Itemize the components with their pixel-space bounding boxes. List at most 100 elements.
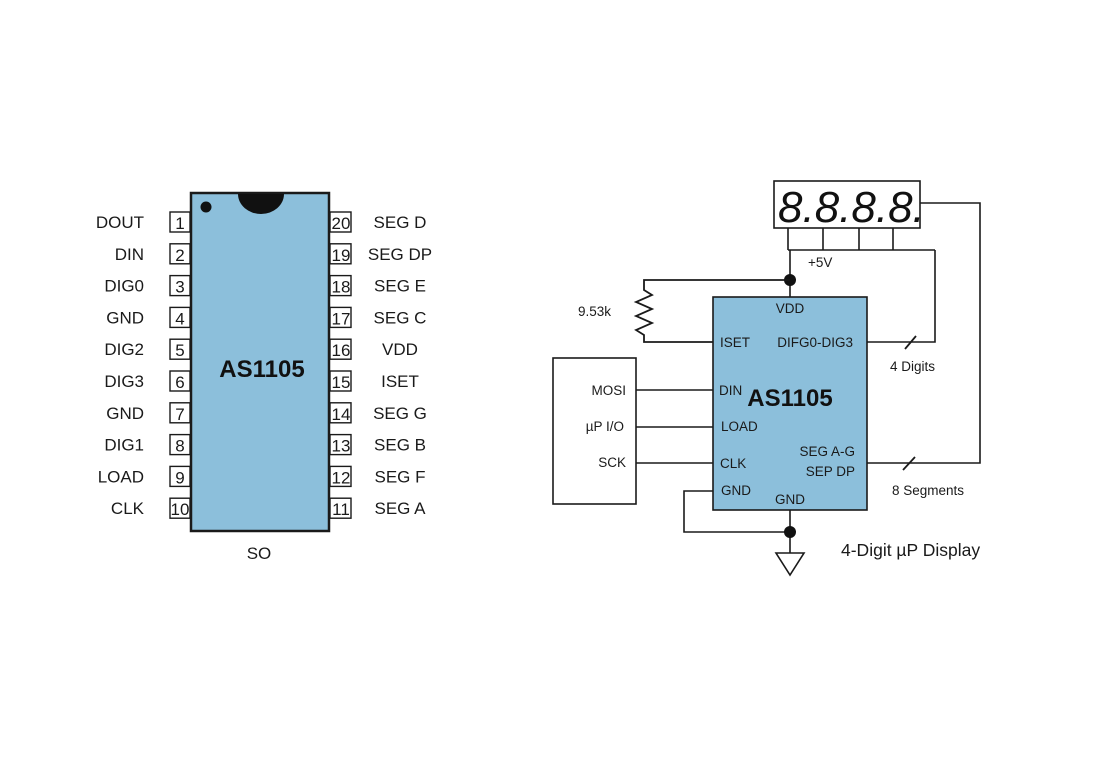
segment-bus-label: 8 Segments	[892, 483, 964, 498]
pin-label: DIG1	[104, 436, 144, 455]
pin-number: 10	[171, 500, 190, 519]
circuit-chip-body	[712, 296, 868, 511]
gnd-wire-left	[683, 490, 790, 533]
pin-clk-label: CLK	[720, 456, 746, 471]
pin-label: DIG3	[104, 372, 144, 391]
digit-bus-wire-to-chip	[867, 250, 936, 343]
pin-3: 3 DIG0	[104, 274, 191, 297]
pin1-dot-icon	[200, 201, 212, 213]
pin-box	[329, 370, 352, 392]
pin-number: 13	[332, 437, 351, 456]
pin-din-label: DIN	[719, 383, 742, 398]
pin-vdd-label: VDD	[776, 301, 805, 316]
pin-label: CLK	[111, 499, 145, 518]
pin-box	[329, 465, 352, 488]
pin-number: 17	[332, 309, 351, 328]
pin-number: 11	[332, 500, 350, 519]
pin-box	[169, 370, 191, 392]
pin-number: 19	[332, 246, 351, 265]
segment-bus-wire	[867, 202, 981, 464]
display-digits: 8.8.8.8.	[778, 183, 925, 232]
pin-label: SEG A	[374, 499, 426, 518]
pin-15: 15 ISET	[329, 370, 419, 392]
pin-17: 17 SEG C	[329, 306, 427, 329]
pin-box	[329, 243, 352, 265]
pin-number: 6	[175, 373, 184, 392]
microcontroller-box	[552, 357, 637, 505]
chip-body	[189, 191, 331, 533]
pin-4: 4 GND	[106, 306, 191, 329]
pin-label: SEG E	[374, 277, 426, 296]
junction-dot-icon	[784, 526, 796, 538]
pin-label: VDD	[382, 340, 418, 359]
pin-box	[329, 211, 352, 233]
pin-2: 2 DIN	[115, 243, 191, 265]
pin-label: SEG C	[374, 308, 427, 327]
pin-number: 2	[175, 246, 184, 265]
circuit-labels: +5V 9.53k VDD ISET DIFG0-DIG3 DIN LOAD C…	[578, 255, 964, 507]
circuit-title: 4-Digit µP Display	[841, 540, 980, 560]
pin-label: DIG0	[104, 277, 144, 296]
chip-notch-icon	[238, 194, 284, 214]
pin-number: 5	[175, 341, 184, 360]
seven-segment-display	[773, 180, 921, 229]
bus-slash-icon	[902, 456, 916, 471]
pin-number: 1	[175, 214, 184, 233]
iset-resistor-icon	[633, 279, 790, 343]
pin-number: 8	[175, 437, 184, 456]
pin-box	[329, 497, 352, 519]
pin-9: 9 LOAD	[98, 465, 191, 487]
pin-box	[329, 274, 352, 297]
pin-iset-label: ISET	[720, 335, 750, 350]
pin-label: ISET	[381, 372, 419, 391]
pin-box	[329, 433, 352, 456]
pin-box	[169, 402, 191, 424]
pin-12: 12 SEG F	[329, 465, 426, 488]
pin-label: SEG B	[374, 436, 426, 455]
pin-box	[329, 306, 352, 329]
pin-label: SEG D	[374, 213, 427, 232]
pin-10: 10 CLK	[111, 497, 191, 519]
digit-bus-label: 4 Digits	[890, 359, 935, 374]
pin-number: 3	[175, 278, 184, 297]
pin-label: DIN	[115, 245, 144, 264]
pin-label: LOAD	[98, 467, 144, 486]
bus-slash-icon	[904, 335, 917, 350]
pin-6: 6 DIG3	[104, 370, 191, 392]
pin-box	[169, 338, 191, 360]
pin-label: DOUT	[96, 213, 144, 232]
pin-number: 18	[332, 278, 351, 297]
pin-number: 15	[332, 373, 351, 392]
pin-gnd-left-label: GND	[721, 483, 751, 498]
pin-box	[329, 338, 352, 360]
pin-digits-label: DIFG0-DIG3	[777, 335, 853, 350]
pin-label: GND	[106, 404, 144, 423]
pin-1: 1 DOUT	[96, 211, 191, 233]
mcu-io-label: µP I/O	[586, 419, 624, 434]
resistor-label: 9.53k	[578, 304, 611, 319]
pin-seg-label: SEG A-G	[799, 444, 855, 459]
pin-number: 12	[332, 468, 351, 487]
chip-name: AS1105	[219, 356, 304, 383]
package-label: SO	[247, 544, 272, 563]
pin-box	[329, 402, 352, 424]
ground-symbol-icon	[774, 552, 806, 577]
left-pin-column: 1DOUT2DIN3DIG04GND5DIG26DIG37GND8DIG19LO…	[96, 211, 191, 519]
pin-label: GND	[106, 308, 144, 327]
pin-box	[169, 243, 191, 265]
pin-gnd-bottom-label: GND	[775, 492, 805, 507]
pin-number: 4	[175, 309, 184, 328]
pin-8: 8 DIG1	[104, 433, 191, 456]
pin-18: 18 SEG E	[329, 274, 426, 297]
pin-box	[169, 274, 191, 297]
pin-box	[169, 306, 191, 329]
pin-number: 9	[175, 468, 184, 487]
pin-load-label: LOAD	[721, 419, 758, 434]
pin-label: SEG F	[374, 467, 425, 486]
